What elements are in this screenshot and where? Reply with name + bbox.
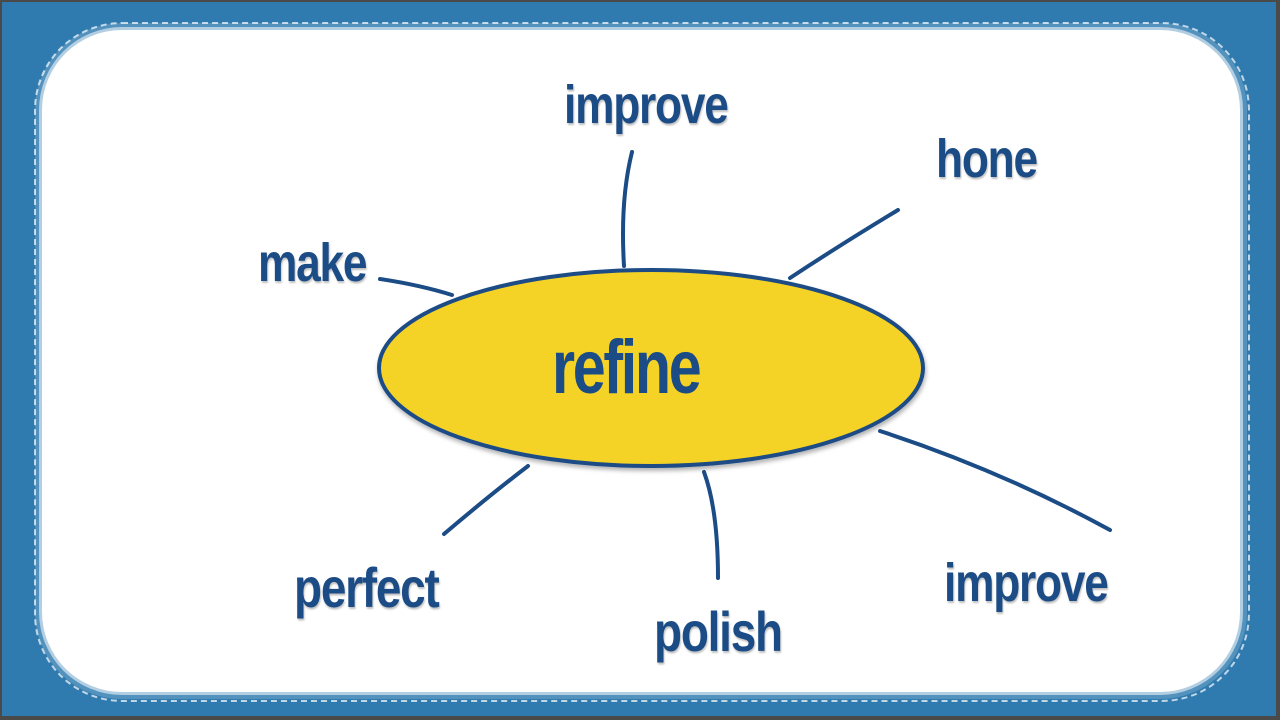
- center-ellipse: [377, 268, 925, 468]
- branch-polish: polish: [654, 600, 783, 663]
- branch-perfect: perfect: [294, 556, 440, 619]
- connector-improve-top: [621, 150, 634, 268]
- branch-improve-top: improve: [564, 75, 729, 135]
- card-brush-edge: [34, 22, 1250, 702]
- connector-make: [378, 277, 454, 297]
- connector-polish: [702, 470, 720, 580]
- branch-make: make: [258, 233, 368, 293]
- connector-perfect: [442, 464, 530, 536]
- connector-improve-bottom: [878, 429, 1112, 532]
- center-label: refine: [552, 325, 702, 410]
- connector-hone: [788, 208, 900, 280]
- branch-improve-bottom: improve: [944, 553, 1109, 613]
- branch-hone: hone: [936, 129, 1038, 189]
